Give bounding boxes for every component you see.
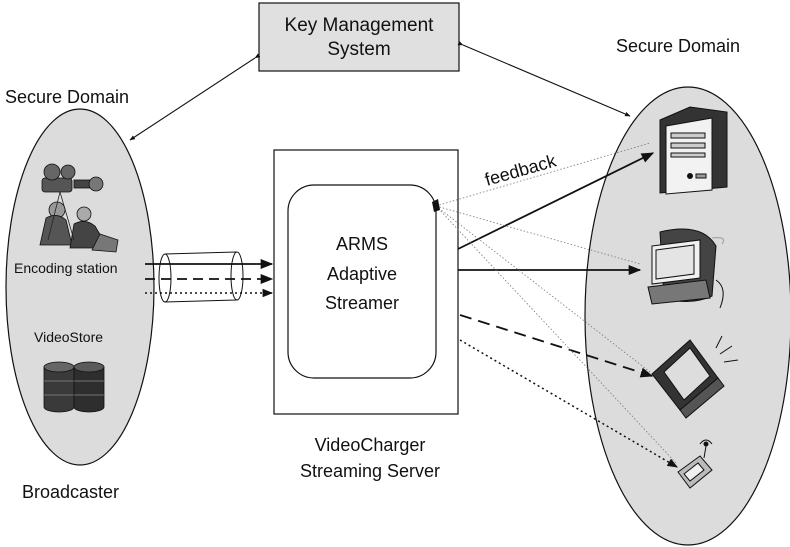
right-domain-title: Secure Domain xyxy=(616,36,740,56)
key-management-line1: Key Management xyxy=(285,15,435,36)
arms-streamer-box xyxy=(287,184,437,379)
key-management-line2: System xyxy=(327,39,390,60)
laptop-icon xyxy=(651,335,739,419)
kms-left-link xyxy=(129,53,261,141)
arms-label-line1: ARMS xyxy=(336,234,388,254)
transport-pipe xyxy=(158,251,244,303)
crt-monitor-icon xyxy=(647,228,725,309)
feedback-label: feedback xyxy=(483,150,560,190)
stream-out-desktop xyxy=(457,152,655,250)
desktop-computer-icon xyxy=(659,106,728,195)
server-caption-line1: VideoCharger xyxy=(315,435,426,455)
encoding-station-label: Encoding station xyxy=(14,260,118,276)
feedback-lines xyxy=(435,142,677,464)
arms-label-line2: Adaptive xyxy=(327,264,397,284)
database-icon xyxy=(43,361,105,413)
left-secure-domain xyxy=(5,108,155,466)
right-secure-domain xyxy=(584,86,790,546)
broadcaster-caption: Broadcaster xyxy=(22,482,119,502)
left-domain-title: Secure Domain xyxy=(5,87,129,107)
key-management-box xyxy=(258,2,460,72)
server-caption-line2: Streaming Server xyxy=(300,461,440,481)
stream-out-phone xyxy=(459,339,678,468)
mobile-phone-icon xyxy=(677,439,713,489)
kms-right-link xyxy=(457,41,631,117)
stream-out-laptop xyxy=(459,314,654,378)
arms-label-line3: Streamer xyxy=(325,293,399,313)
videostore-label: VideoStore xyxy=(34,329,103,345)
feedback-port xyxy=(432,199,440,212)
film-crew-icon xyxy=(39,163,119,253)
